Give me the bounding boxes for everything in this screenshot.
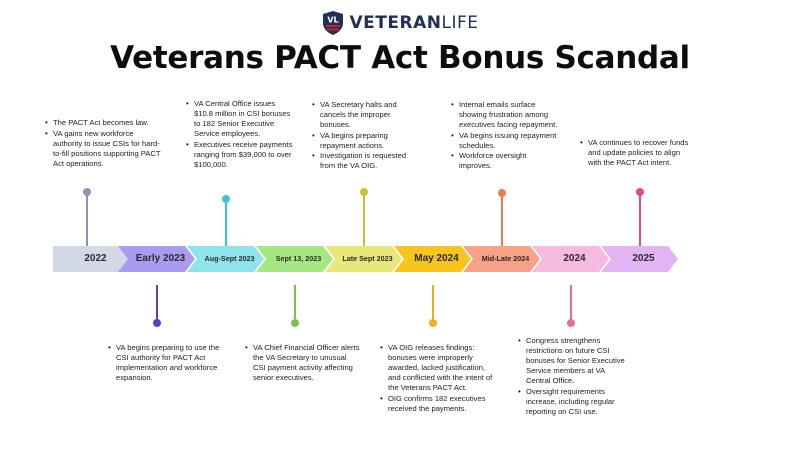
timeline-connector — [635, 188, 645, 246]
timeline-step-label: 2024 — [563, 253, 586, 264]
event-bullet: VA Chief Financial Officer alerts the VA… — [245, 343, 360, 383]
event-2022: The PACT Act becomes law.VA gains new wo… — [45, 118, 163, 169]
timeline-step-label: May 2024 — [414, 253, 459, 264]
event-2024: Congress strengthens restrictions on fut… — [518, 336, 630, 417]
brand-name: VETERANLIFE — [349, 13, 479, 33]
event-may-2024: VA OIG releases findings: bonuses were i… — [380, 343, 495, 414]
event-late-sept-2023: VA Secretary halts and cancels the impro… — [312, 100, 412, 172]
event-bullet: Executives receive payments ranging from… — [186, 140, 296, 170]
timeline-step-label: 2025 — [632, 253, 655, 264]
timeline-connector — [152, 285, 162, 327]
page-title: Veterans PACT Act Bonus Scandal — [110, 40, 690, 76]
brand-logo: VL VETERANLIFE — [0, 8, 800, 38]
timeline-connector — [497, 189, 507, 246]
timeline-connector — [566, 285, 576, 327]
timeline-step: Early 2023 — [118, 246, 195, 272]
event-bullet: Oversight requirements increase, includi… — [518, 387, 630, 417]
shield-icon: VL — [322, 11, 343, 35]
event-bullet: VA begins preparing to use the CSI autho… — [108, 343, 223, 383]
timeline-step: May 2024 — [394, 246, 471, 272]
timeline-step: Aug-Sept 2023 — [187, 246, 264, 272]
timeline-step-label: Aug-Sept 2023 — [204, 253, 255, 263]
event-bullet: VA continues to recover funds and update… — [580, 138, 690, 168]
event-bullet: VA begins preparing repayment actions. — [312, 131, 412, 151]
timeline-step: Sept 13, 2023 — [256, 246, 333, 272]
event-bullet: Investigation is requested from the VA O… — [312, 151, 412, 171]
timeline-step-label: Late Sept 2023 — [342, 253, 393, 263]
timeline-connector — [290, 285, 300, 327]
timeline-connector — [221, 195, 231, 246]
svg-text:VL: VL — [327, 16, 338, 25]
timeline-step: 2025 — [601, 246, 678, 272]
timeline-connector — [428, 285, 438, 327]
timeline-step-label: Early 2023 — [135, 253, 186, 264]
event-bullet: OIG confirms 182 executives received the… — [380, 394, 495, 414]
event-bullet: VA Central Office issues $10.8 million i… — [186, 99, 296, 139]
timeline-step: Late Sept 2023 — [325, 246, 402, 272]
event-bullet: Workforce oversight improves. — [451, 151, 561, 171]
event-bullet: VA OIG releases findings: bonuses were i… — [380, 343, 495, 393]
timeline-step-label: Sept 13, 2023 — [275, 253, 322, 263]
timeline-step-label: Mid-Late 2024 — [481, 253, 530, 263]
timeline-connector — [82, 188, 92, 246]
event-aug-sept-2023: VA Central Office issues $10.8 million i… — [186, 99, 296, 170]
timeline-step-label: 2022 — [84, 253, 107, 264]
event-bullet: Internal emails surface showing frustrat… — [451, 100, 561, 130]
event-mid-late-2024: Internal emails surface showing frustrat… — [451, 100, 561, 172]
event-bullet: The PACT Act becomes law. — [45, 118, 163, 128]
event-2025: VA continues to recover funds and update… — [580, 138, 690, 169]
event-bullet: VA Secretary halts and cancels the impro… — [312, 100, 412, 130]
event-early-2023: VA begins preparing to use the CSI autho… — [108, 343, 223, 384]
event-sept-13-2023: VA Chief Financial Officer alerts the VA… — [245, 343, 360, 384]
timeline-step: 2024 — [532, 246, 609, 272]
timeline-step: 2022 — [53, 246, 130, 272]
event-bullet: Congress strengthens restrictions on fut… — [518, 336, 630, 386]
timeline-connector — [359, 188, 369, 246]
timeline-step: Mid-Late 2024 — [463, 246, 540, 272]
event-bullet: VA begins issuing repayment schedules. — [451, 131, 561, 151]
event-bullet: VA gains new workforce authority to issu… — [45, 129, 163, 169]
